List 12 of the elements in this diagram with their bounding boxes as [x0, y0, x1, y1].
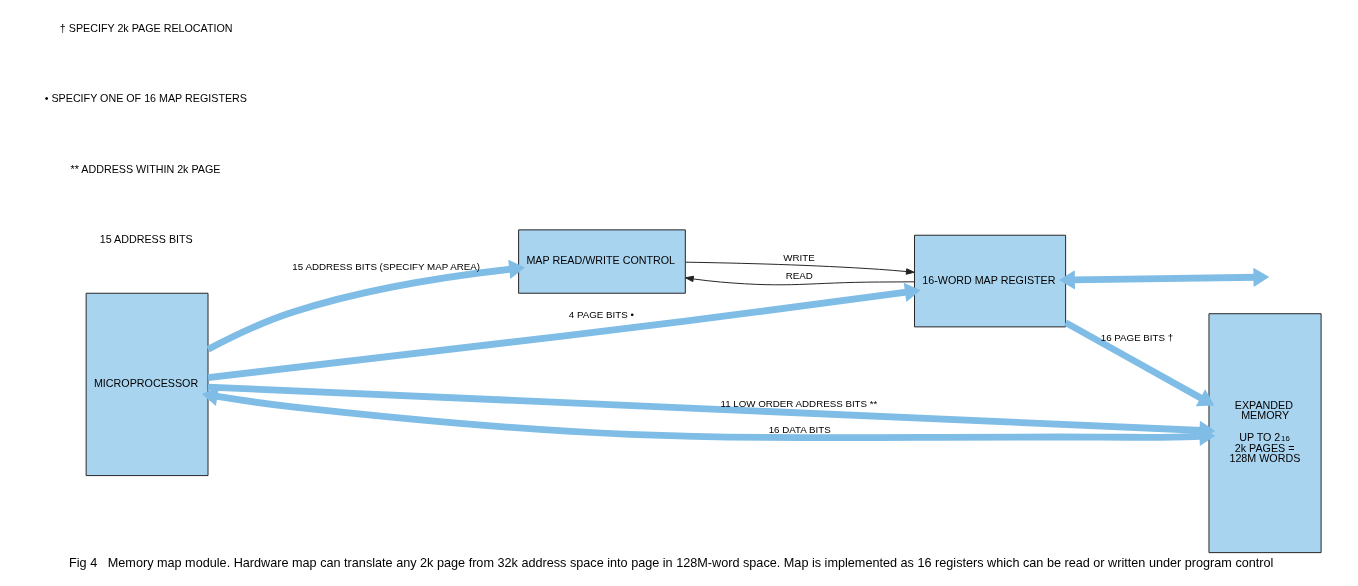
edge-label: WRITE — [783, 251, 815, 263]
edge-label: 16 DATA BITS — [768, 424, 831, 436]
edge-label: READ — [785, 270, 813, 282]
edge-label: 16 PAGE BITS † — [1100, 331, 1174, 343]
edge-label: 4 PAGE BITS • — [568, 309, 634, 321]
edge-label: 15 ADDRESS BITS (SPECIFY MAP AREA) — [292, 261, 481, 273]
label: ** ADDRESS WITHIN 2k PAGE — [70, 162, 221, 175]
edge-label: 11 LOW ORDER ADDRESS BITS ** — [720, 397, 878, 409]
label: • SPECIFY ONE OF 16 MAP REGISTERS — [44, 92, 248, 105]
label: 15 ADDRESS BITS — [99, 232, 193, 245]
label: † SPECIFY 2k PAGE RELOCATION — [59, 22, 233, 35]
caption: Fig 4 Memory map module. Hardware map can translate any 2k page from 32k address space into page in 128M-word space. Map is implemented as 16 registers which can be read or written under program control — [69, 555, 1274, 570]
